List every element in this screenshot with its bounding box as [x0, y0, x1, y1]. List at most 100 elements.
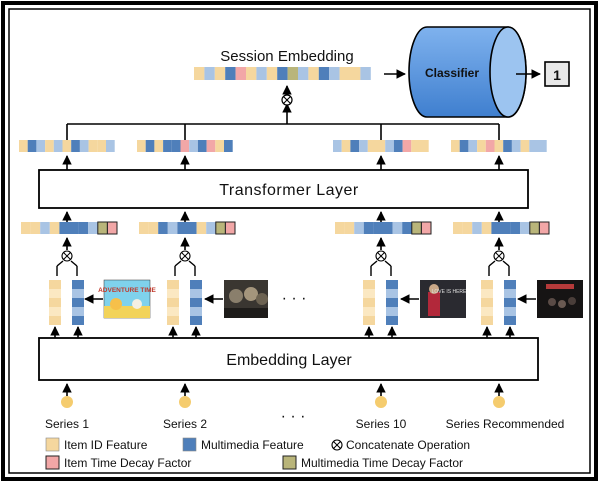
concat-symbol-series-10 [375, 250, 387, 262]
vector-cell [491, 222, 501, 234]
vector-cell [453, 222, 463, 234]
series-concat-symbols [56, 237, 510, 276]
vector-cell [154, 140, 164, 152]
vector-cell [53, 140, 63, 152]
vector-cell [363, 222, 374, 234]
vector-cell [510, 222, 521, 234]
multimedia-cell [386, 307, 398, 316]
input-node-series-recommended [493, 383, 505, 408]
input-node-series-10 [375, 383, 387, 408]
vector-cell [451, 140, 460, 152]
vector-cell [402, 222, 412, 234]
vector-cell [88, 140, 98, 152]
vector-cell [189, 140, 198, 152]
vector-cell [30, 222, 41, 234]
legend-concat: Concatenate Operation [346, 438, 470, 452]
vector-cell [78, 222, 89, 234]
item-id-cell [363, 298, 375, 307]
thumb-title-series-10: LOVE IS HERE [432, 289, 467, 295]
multimedia-cell [190, 316, 202, 325]
multimedia-cell [72, 316, 84, 325]
vector-cell [520, 140, 530, 152]
vector-cell [468, 140, 478, 152]
item-id-cell [363, 307, 375, 316]
series-feature-bars [49, 280, 516, 325]
vector-cell [333, 140, 342, 152]
embedding-layer-label: Embedding Layer [226, 352, 352, 369]
vector-cell [462, 222, 473, 234]
vector-cell [224, 221, 236, 235]
vector-cell [538, 140, 547, 152]
transformer-input-vectors [21, 221, 550, 235]
transformer-output-series-10 [333, 140, 429, 152]
vector-cell [36, 140, 46, 152]
vector-cell [59, 222, 69, 234]
item-id-cell [49, 298, 61, 307]
input-node-series-1 [61, 383, 73, 408]
session-embedding-vector [194, 67, 371, 80]
vector-cell [376, 140, 386, 152]
output-value: 1 [553, 67, 561, 83]
vector-cell [529, 221, 540, 235]
transformer-output-series-recommended [451, 140, 547, 152]
multimedia-cell [504, 280, 516, 289]
vector-cell [329, 67, 340, 80]
item-id-cell [481, 316, 493, 325]
multimedia-cell [386, 298, 398, 307]
multimedia-cell [190, 280, 202, 289]
transformer-input-series-10 [335, 221, 432, 235]
item-id-cell [363, 289, 375, 298]
concat-symbol-series-2 [179, 250, 191, 262]
vector-cell [339, 67, 350, 80]
series-label-recommended: Series Recommended [446, 417, 565, 431]
vector-cell [308, 67, 319, 80]
series-input-nodes [61, 383, 505, 408]
vector-cell [215, 140, 224, 152]
vector-cell [501, 222, 511, 234]
multimedia-cell [190, 298, 202, 307]
vector-cell [148, 222, 159, 234]
series-ellipsis-bottom: · · · [281, 408, 306, 425]
vector-cell [481, 222, 492, 234]
vector-cell [163, 140, 172, 152]
vector-cell [383, 222, 393, 234]
vector-cell [477, 140, 486, 152]
vector-cell [19, 140, 28, 152]
classifier-label: Classifier [425, 66, 479, 80]
multimedia-cell [72, 298, 84, 307]
vector-cell [88, 222, 98, 234]
embedding-output-arrows [50, 326, 515, 338]
vector-cell [214, 67, 226, 80]
multimedia-cell [504, 307, 516, 316]
vector-cell [97, 140, 106, 152]
series-ellipsis-middle: · · · [282, 290, 307, 307]
vector-cell [27, 140, 37, 152]
vector-cell [137, 140, 146, 152]
vector-cell [49, 222, 60, 234]
vector-cell [21, 222, 31, 234]
item-id-cell [481, 280, 493, 289]
item-id-cell [49, 316, 61, 325]
vector-cell [367, 140, 377, 152]
feature-bars-series-1 [49, 280, 84, 325]
vector-cell [511, 140, 521, 152]
concat-symbol-series-1 [61, 250, 73, 262]
vector-cell [359, 140, 368, 152]
vector-cell [225, 67, 236, 80]
vector-cell [246, 67, 257, 80]
vector-cell [106, 140, 115, 152]
vector-cell [411, 140, 420, 152]
vector-cell [350, 67, 361, 80]
legend-multimedia-decay: Multimedia Time Decay Factor [301, 456, 463, 470]
multimedia-cell [386, 289, 398, 298]
vector-cell [287, 67, 298, 80]
vector-cell [171, 140, 181, 152]
vector-cell [385, 140, 394, 152]
multimedia-cell [190, 289, 202, 298]
vector-cell [204, 67, 215, 80]
transformer-output-vectors [19, 140, 547, 152]
item-id-cell [481, 307, 493, 316]
vector-cell [235, 67, 246, 80]
